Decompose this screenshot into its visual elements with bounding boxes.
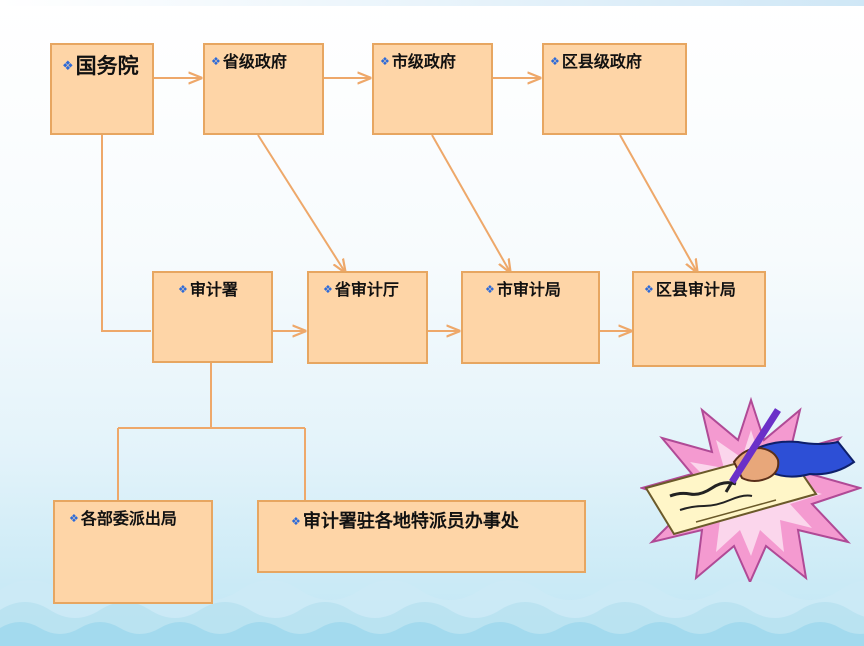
diamond-bullet-icon: ❖ [380,55,390,68]
node-label: 区县级政府 [561,52,642,71]
node-tepaiyuan: ❖审计署驻各地特派员办事处 [257,500,586,573]
node-label: 省审计厅 [334,280,399,299]
node-label: 省级政府 [222,52,287,71]
node-label: 国务院 [75,54,139,78]
wave-decoration [0,580,864,646]
arrow-sheng-gov-to-audit [257,134,345,272]
hand-writing-contract-icon [640,396,862,582]
node-shi-gov: ❖市级政府 [372,43,493,135]
node-sheng-gov: ❖省级政府 [203,43,324,135]
arrow-quxian-gov-to-audit [619,134,697,272]
diamond-bullet-icon: ❖ [211,55,221,68]
node-label: 各部委派出局 [80,509,177,528]
node-label: 审计署 [189,280,238,299]
node-shi-audit: ❖市审计局 [461,271,600,364]
node-sheng-audit: ❖省审计厅 [307,271,428,364]
node-label: 区县审计局 [655,280,736,299]
node-shenjishu: ❖审计署 [152,271,273,363]
diamond-bullet-icon: ❖ [62,59,74,74]
diamond-bullet-icon: ❖ [550,55,560,68]
arrow-shi-gov-to-audit [431,134,510,272]
diamond-bullet-icon: ❖ [644,283,654,296]
top-gradient-bar [0,0,864,6]
diamond-bullet-icon: ❖ [485,283,495,296]
node-label: 市级政府 [391,52,456,71]
node-quxian-gov: ❖区县级政府 [542,43,687,135]
node-guowuyuan: ❖国务院 [50,43,154,135]
diamond-bullet-icon: ❖ [69,512,79,525]
diamond-bullet-icon: ❖ [178,283,188,296]
arrow-guowuyuan-shenjishu [101,135,151,332]
node-quxian-audit: ❖区县审计局 [632,271,766,367]
node-label: 审计署驻各地特派员办事处 [302,511,519,532]
node-bu-wei: ❖各部委派出局 [53,500,213,604]
diamond-bullet-icon: ❖ [291,515,301,528]
diamond-bullet-icon: ❖ [323,283,333,296]
node-label: 市审计局 [496,280,561,299]
